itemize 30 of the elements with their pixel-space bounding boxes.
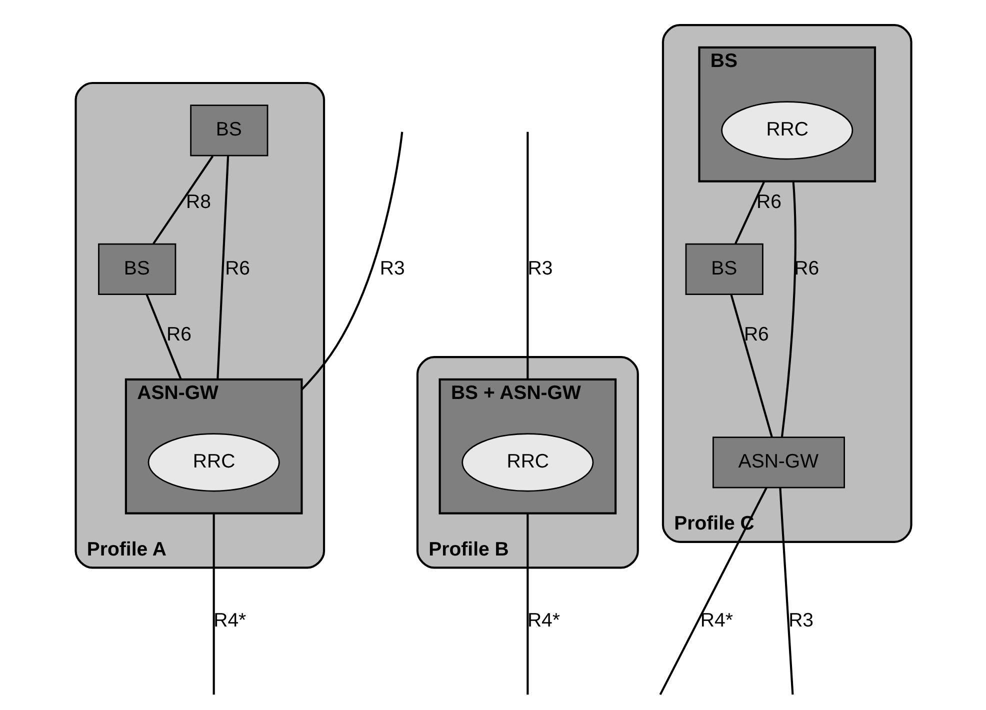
node-box: ASN-GW (712, 436, 844, 488)
node-ellipse: RRC (720, 101, 853, 160)
edge-label: R3 (379, 257, 404, 280)
connector (300, 132, 403, 390)
edge-label: R6 (743, 324, 768, 346)
connector (526, 513, 528, 695)
edge-label: R6 (166, 324, 191, 346)
connector (730, 294, 772, 438)
connector (152, 156, 214, 244)
connector (778, 488, 794, 695)
node-box: BS (98, 243, 176, 296)
edge-label: R6 (756, 191, 781, 214)
edge-label: R3 (788, 610, 814, 632)
connector (780, 181, 796, 438)
node-box: BS (190, 104, 268, 156)
node-ellipse: RRC (461, 433, 594, 492)
edge-label: R3 (527, 257, 552, 280)
connector (212, 513, 214, 695)
node-ellipse: RRC (147, 433, 280, 492)
node-box: BS (684, 243, 763, 296)
connector (658, 487, 767, 696)
edge-label: R4* (700, 610, 732, 632)
connector (216, 156, 229, 380)
connector (734, 180, 765, 244)
connector (526, 132, 528, 380)
edge-label: R4* (213, 610, 246, 632)
connector (145, 294, 182, 380)
edge-label: R8 (186, 191, 210, 214)
edge-label: R6 (224, 257, 250, 280)
edge-label: R4* (526, 610, 560, 632)
